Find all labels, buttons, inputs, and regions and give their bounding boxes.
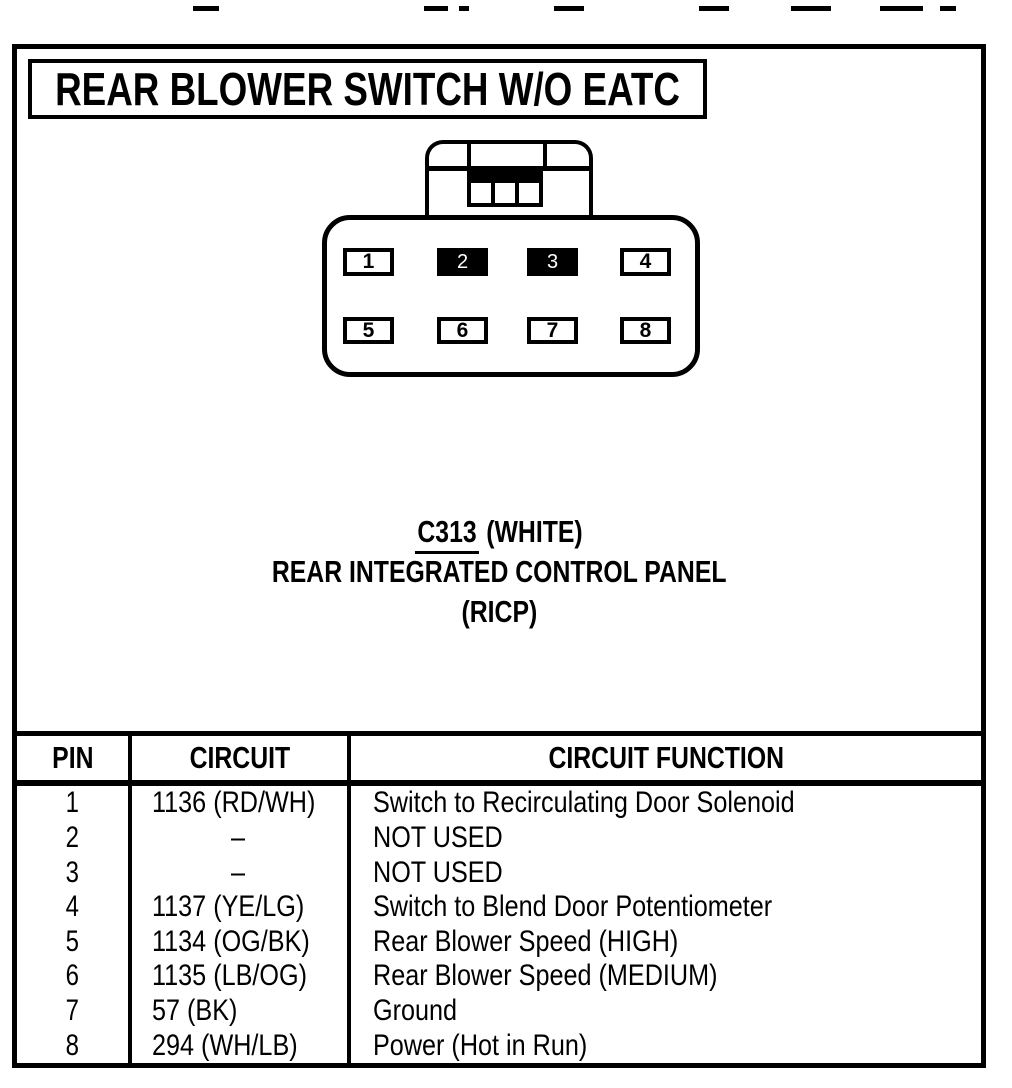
scan-artifact [880, 6, 923, 11]
cell-circuit: 57 (BK) [132, 993, 351, 1029]
pin-label: 3 [546, 250, 559, 273]
cell-function: Switch to Blend Door Potentiometer [373, 890, 773, 924]
page-title: REAR BLOWER SWITCH W/O EATC [55, 63, 680, 115]
cell-function: Switch to Recirculating Door Solenoid [373, 786, 795, 820]
pin-label: 6 [456, 318, 469, 342]
caption-line-abbr: (RICP) [12, 592, 986, 632]
latch-divider [467, 144, 471, 166]
connector-abbreviation: (RICP) [461, 594, 537, 629]
pin-cavity-2: 2 [437, 248, 488, 276]
latch-divider [543, 144, 547, 166]
latch-crossbar [425, 166, 593, 171]
scan-artifact [940, 6, 956, 11]
table-row: 6 1135 (LB/OG) Rear Blower Speed (MEDIUM… [17, 959, 981, 994]
cell-pin: 5 [17, 924, 132, 960]
cell-circuit: – [132, 855, 351, 890]
pin-label: 7 [546, 318, 559, 342]
pin-cavity-6: 6 [437, 317, 488, 344]
cell-pin: 8 [17, 1028, 132, 1063]
pin-cavity-3: 3 [527, 248, 578, 276]
table-row: 2 – NOT USED [17, 820, 981, 856]
table-row: 3 – NOT USED [17, 855, 981, 890]
scan-artifact [791, 6, 831, 11]
header-circuit: CIRCUIT [132, 736, 351, 780]
pin-label: 1 [362, 250, 375, 273]
pin-cavity-8: 8 [620, 317, 671, 344]
header-circuit-function: CIRCUIT FUNCTION [548, 740, 784, 775]
scan-artifact [699, 6, 729, 11]
cell-function: Ground [373, 994, 458, 1028]
pin-label: 2 [456, 250, 469, 273]
table-row: 5 1134 (OG/BK) Rear Blower Speed (HIGH) [17, 924, 981, 960]
latch-key-cell [495, 183, 515, 203]
cell-pin: 2 [17, 820, 132, 856]
cell-circuit: 1135 (LB/OG) [132, 959, 351, 994]
header-pin: PIN [17, 736, 132, 780]
caption-line-id: C313(WHITE) [12, 512, 986, 554]
table-body: 1 1136 (RD/WH) Switch to Recirculating D… [17, 786, 981, 1063]
cell-circuit: 1134 (OG/BK) [132, 924, 351, 960]
table-row: 8 294 (WH/LB) Power (Hot in Run) [17, 1028, 981, 1063]
table-header-row: PIN CIRCUIT CIRCUIT FUNCTION [17, 736, 981, 786]
cell-circuit: 1137 (YE/LG) [132, 889, 351, 925]
connector-caption: C313(WHITE) REAR INTEGRATED CONTROL PANE… [12, 512, 986, 632]
pin-cavity-1: 1 [343, 248, 394, 276]
scan-artifact [554, 6, 584, 11]
scan-artifact [424, 6, 448, 11]
cell-circuit: 294 (WH/LB) [132, 1028, 351, 1063]
title-box: REAR BLOWER SWITCH W/O EATC [28, 59, 707, 119]
latch-key-cell [519, 183, 539, 203]
cell-function: Rear Blower Speed (MEDIUM) [373, 959, 718, 993]
connector-name: REAR INTEGRATED CONTROL PANEL [271, 554, 727, 589]
table-row: 7 57 (BK) Ground [17, 993, 981, 1029]
connector-id: C313 [415, 514, 480, 554]
connector-latch [425, 140, 593, 219]
latch-key-block [467, 171, 543, 207]
cell-pin: 7 [17, 993, 132, 1029]
pin-label: 4 [639, 250, 652, 273]
cell-pin: 6 [17, 959, 132, 994]
table-row: 4 1137 (YE/LG) Switch to Blend Door Pote… [17, 889, 981, 925]
pin-cavity-4: 4 [620, 248, 671, 276]
table-row: 1 1136 (RD/WH) Switch to Recirculating D… [17, 786, 981, 821]
cell-circuit: 1136 (RD/WH) [132, 786, 351, 821]
cell-function: Power (Hot in Run) [373, 1028, 588, 1062]
connector-body [322, 215, 700, 377]
pin-cavity-7: 7 [527, 317, 578, 344]
scan-artifact [459, 6, 469, 11]
cell-function: Rear Blower Speed (HIGH) [373, 924, 679, 958]
pin-cavity-5: 5 [343, 317, 394, 344]
latch-key-cell [471, 183, 491, 203]
cell-pin: 3 [17, 855, 132, 890]
cell-pin: 1 [17, 786, 132, 821]
pin-table: PIN CIRCUIT CIRCUIT FUNCTION 1 1136 (RD/… [12, 731, 986, 1068]
pin-label: 5 [362, 318, 375, 342]
cell-function: NOT USED [373, 820, 503, 854]
caption-line-name: REAR INTEGRATED CONTROL PANEL [12, 552, 986, 592]
cell-function: NOT USED [373, 855, 503, 889]
connector-color: (WHITE) [486, 514, 583, 549]
pin-label: 8 [639, 318, 652, 342]
cell-pin: 4 [17, 889, 132, 925]
cell-circuit: – [132, 820, 351, 856]
scan-artifact [193, 6, 219, 11]
